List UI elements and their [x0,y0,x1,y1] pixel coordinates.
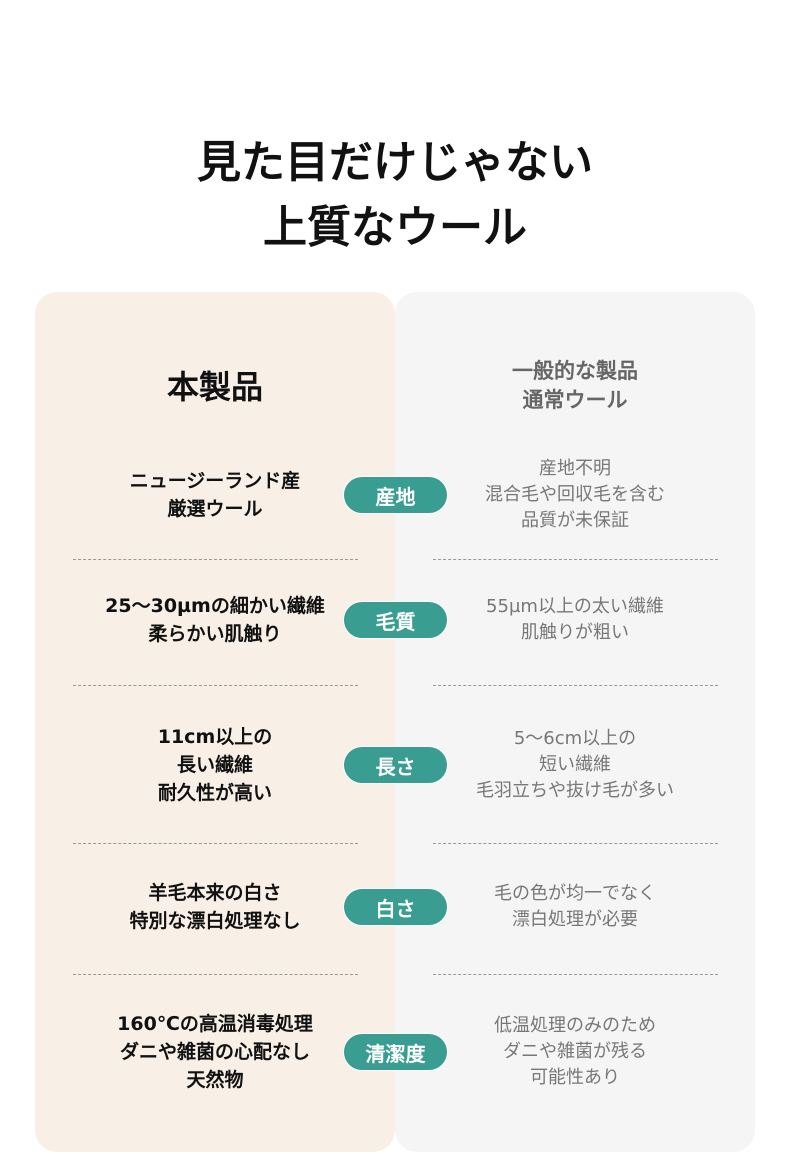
cell-line: 55µm以上の太い繊維 [486,596,664,617]
cell-line: 品質が未保証 [521,510,629,531]
header-line: 一般的な製品 [512,359,638,383]
cell-line: 11cm以上の [157,726,273,748]
regular-product-cell: 低温処理のみのためダニや雑菌が残る可能性あり [425,1013,725,1091]
cell-line: 160℃の高温消毒処理 [117,1013,313,1035]
cell-line: 漂白処理が必要 [512,909,638,930]
row-divider [73,559,358,560]
row-divider [73,843,358,844]
row-divider [433,843,718,844]
category-badge: 白さ [343,888,448,926]
regular-product-header: 一般的な製品 通常ウール [395,357,755,415]
cell-line: 柔らかい肌触り [148,623,282,645]
our-product-panel [35,292,395,1152]
cell-line: 産地不明 [539,458,611,479]
category-badge: 産地 [343,476,448,514]
row-divider [73,685,358,686]
cell-line: 毛羽立ちや抜け毛が多い [476,780,674,801]
cell-line: 特別な漂白処理なし [129,910,301,932]
cell-line: 毛の色が均一でなく [494,883,656,904]
regular-product-cell: 毛の色が均一でなく漂白処理が必要 [425,881,725,933]
cell-line: 短い繊維 [539,754,611,775]
regular-product-cell: 5〜6cm以上の短い繊維毛羽立ちや抜け毛が多い [425,726,725,804]
cell-line: 低温処理のみのため [494,1015,656,1036]
cell-line: ニュージーランド産 [129,470,301,492]
cell-line: 厳選ウール [167,498,263,520]
category-badge: 清潔度 [343,1033,448,1071]
regular-product-cell: 55µm以上の太い繊維肌触りが粗い [425,594,725,646]
cell-line: 5〜6cm以上の [513,728,637,749]
cell-line: 可能性あり [530,1067,620,1088]
our-product-cell: 11cm以上の長い繊維耐久性が高い [65,723,365,807]
our-product-cell: 羊毛本来の白さ特別な漂白処理なし [65,879,365,935]
cell-line: 肌触りが粗い [521,622,629,643]
row-divider [73,974,358,975]
cell-line: 天然物 [186,1069,244,1091]
our-product-cell: 25〜30µmの細かい繊維柔らかい肌触り [65,592,365,648]
cell-line: ダニや雑菌が残る [503,1041,647,1062]
cell-line: 羊毛本来の白さ [148,882,282,904]
title-line-1: 見た目だけじゃない [197,137,593,188]
title-line-2: 上質なウール [263,202,527,253]
cell-line: 長い繊維 [176,754,253,776]
cell-line: ダニや雑菌の心配なし [119,1041,310,1063]
our-product-cell: 160℃の高温消毒処理ダニや雑菌の心配なし天然物 [65,1010,365,1094]
regular-product-panel [395,292,755,1152]
category-badge: 長さ [343,746,448,784]
header-line: 通常ウール [522,388,628,412]
cell-line: 耐久性が高い [157,782,272,804]
cell-line: 25〜30µmの細かい繊維 [105,595,325,617]
row-divider [433,974,718,975]
our-product-header: 本製品 [166,368,263,406]
category-badge: 毛質 [343,601,448,639]
row-divider [433,685,718,686]
cell-line: 混合毛や回収毛を含む [485,484,665,505]
regular-product-cell: 産地不明混合毛や回収毛を含む品質が未保証 [425,456,725,534]
our-product-cell: ニュージーランド産厳選ウール [65,467,365,523]
row-divider [433,559,718,560]
